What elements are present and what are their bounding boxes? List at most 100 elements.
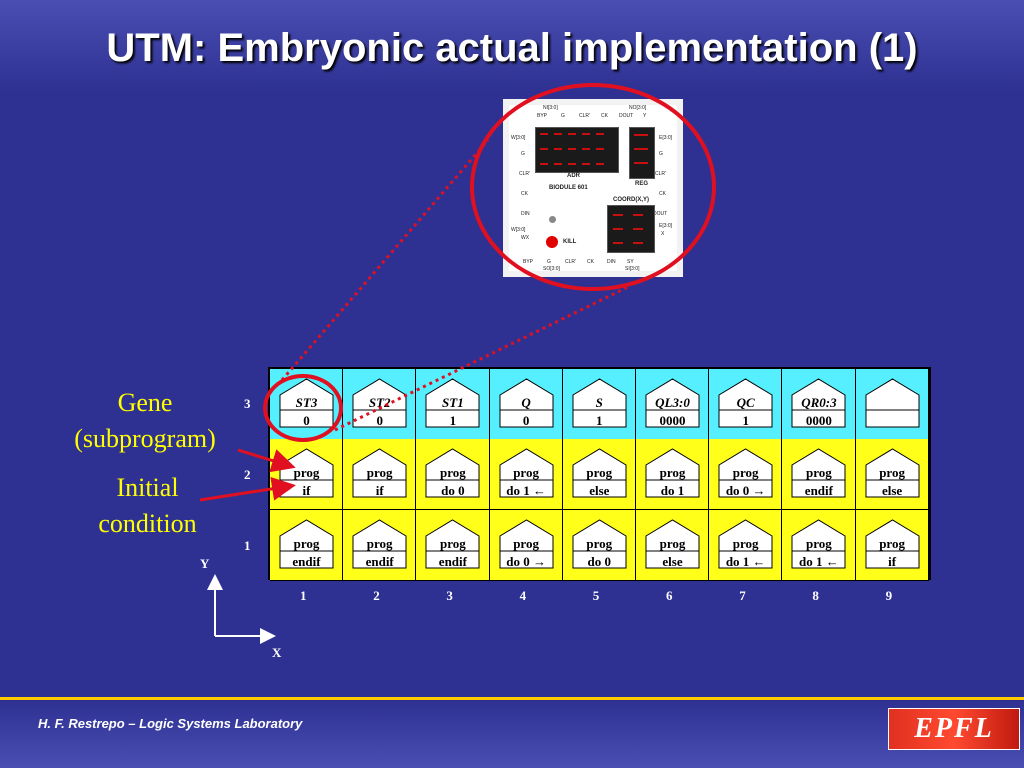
module-bottom-text: else [881,483,903,499]
module-shape [791,448,846,498]
module-bottom-text: endif [804,483,833,499]
grid-cell [855,369,929,440]
column-number: 3 [446,588,453,603]
module-top-text: prog [586,465,613,481]
column-number: 7 [739,588,746,603]
module-shape [865,519,920,569]
column-number: 8 [812,588,819,603]
module-shape [499,519,554,569]
module-shape [425,519,480,569]
module-bottom-text: endif [438,553,467,569]
module-shape [645,378,700,428]
gene-label: Gene [117,388,173,417]
gene-highlight-circle [263,374,343,442]
module-bottom-text: do 0 → [725,483,766,499]
zoom-highlight-circle [470,83,716,291]
module-shape [425,448,480,498]
module-node: prog endif [425,519,480,569]
zoom-dotted-line-left [280,139,490,381]
gene-arrow [237,448,296,473]
epfl-logo: EPFL [888,708,1020,750]
module-node: QR0:3 0000 [791,378,846,428]
module-top-text: prog [293,535,320,551]
module-top-text: prog [513,535,539,551]
module-bottom-text: do 0 [587,553,612,569]
module-shape [865,448,920,498]
module-shape [499,448,554,498]
module-shape [791,519,846,569]
footer-rule [0,697,1024,700]
x-axis-label: X [272,645,282,660]
module-shape [791,378,846,428]
module-top-text: prog [440,465,466,481]
module-shape [718,448,773,498]
module-bottom-text: else [662,553,683,569]
footer-credit: H. F. Restrepo – Logic Systems Laborator… [38,716,303,731]
module-shape [352,448,407,498]
column-number: 9 [885,588,893,603]
row-number: 3 [244,396,251,411]
module-shape [572,378,627,428]
module-bottom-text: else [589,483,610,499]
module-node: prog else [645,519,700,569]
module-bottom-text: do 0 [441,483,465,499]
column-number: 4 [519,588,527,603]
module-shape [718,378,773,428]
column-number: 1 [300,588,307,603]
column-number: 2 [373,588,380,603]
module-bottom-text: endif [292,553,321,569]
module-bottom-text: do 1 ← [799,553,839,569]
logo-text: EPFL [914,713,994,744]
module-top-text: prog [440,535,466,551]
row-number: 1 [244,538,251,553]
module-bottom-text: 0000 [805,413,832,428]
column-number: 5 [592,588,600,603]
module-bottom-text: if [888,553,897,569]
module-bottom-text: 0 [376,413,383,428]
module-shape [352,378,407,428]
initial-label: Initial [116,473,179,502]
module-shape [865,378,920,428]
module-top-text: ST1 [442,395,464,410]
module-top-text: prog [806,535,832,551]
initial-condition-arrow [199,476,296,502]
title-band [0,0,1024,92]
module-top-text: prog [659,535,686,551]
module-top-text: prog [732,535,759,551]
module-top-text: prog [293,465,320,481]
module-bottom-text: 1 [742,413,749,428]
module-bottom-text: 0000 [659,413,686,428]
grid-cell: prog endif [270,509,344,581]
module-bottom-text: do 1 [660,483,685,499]
grid-cell: QR0:3 0000 [782,369,856,440]
module-shape [425,378,480,428]
gene-annotation: Gene (subprogram) [50,385,240,457]
module-bottom-text: do 1 ← [506,483,546,499]
module-top-text: QR0:3 [801,395,837,410]
module-shape [499,378,554,428]
grid-cell: prog endif [416,509,490,581]
module-shape [352,519,407,569]
